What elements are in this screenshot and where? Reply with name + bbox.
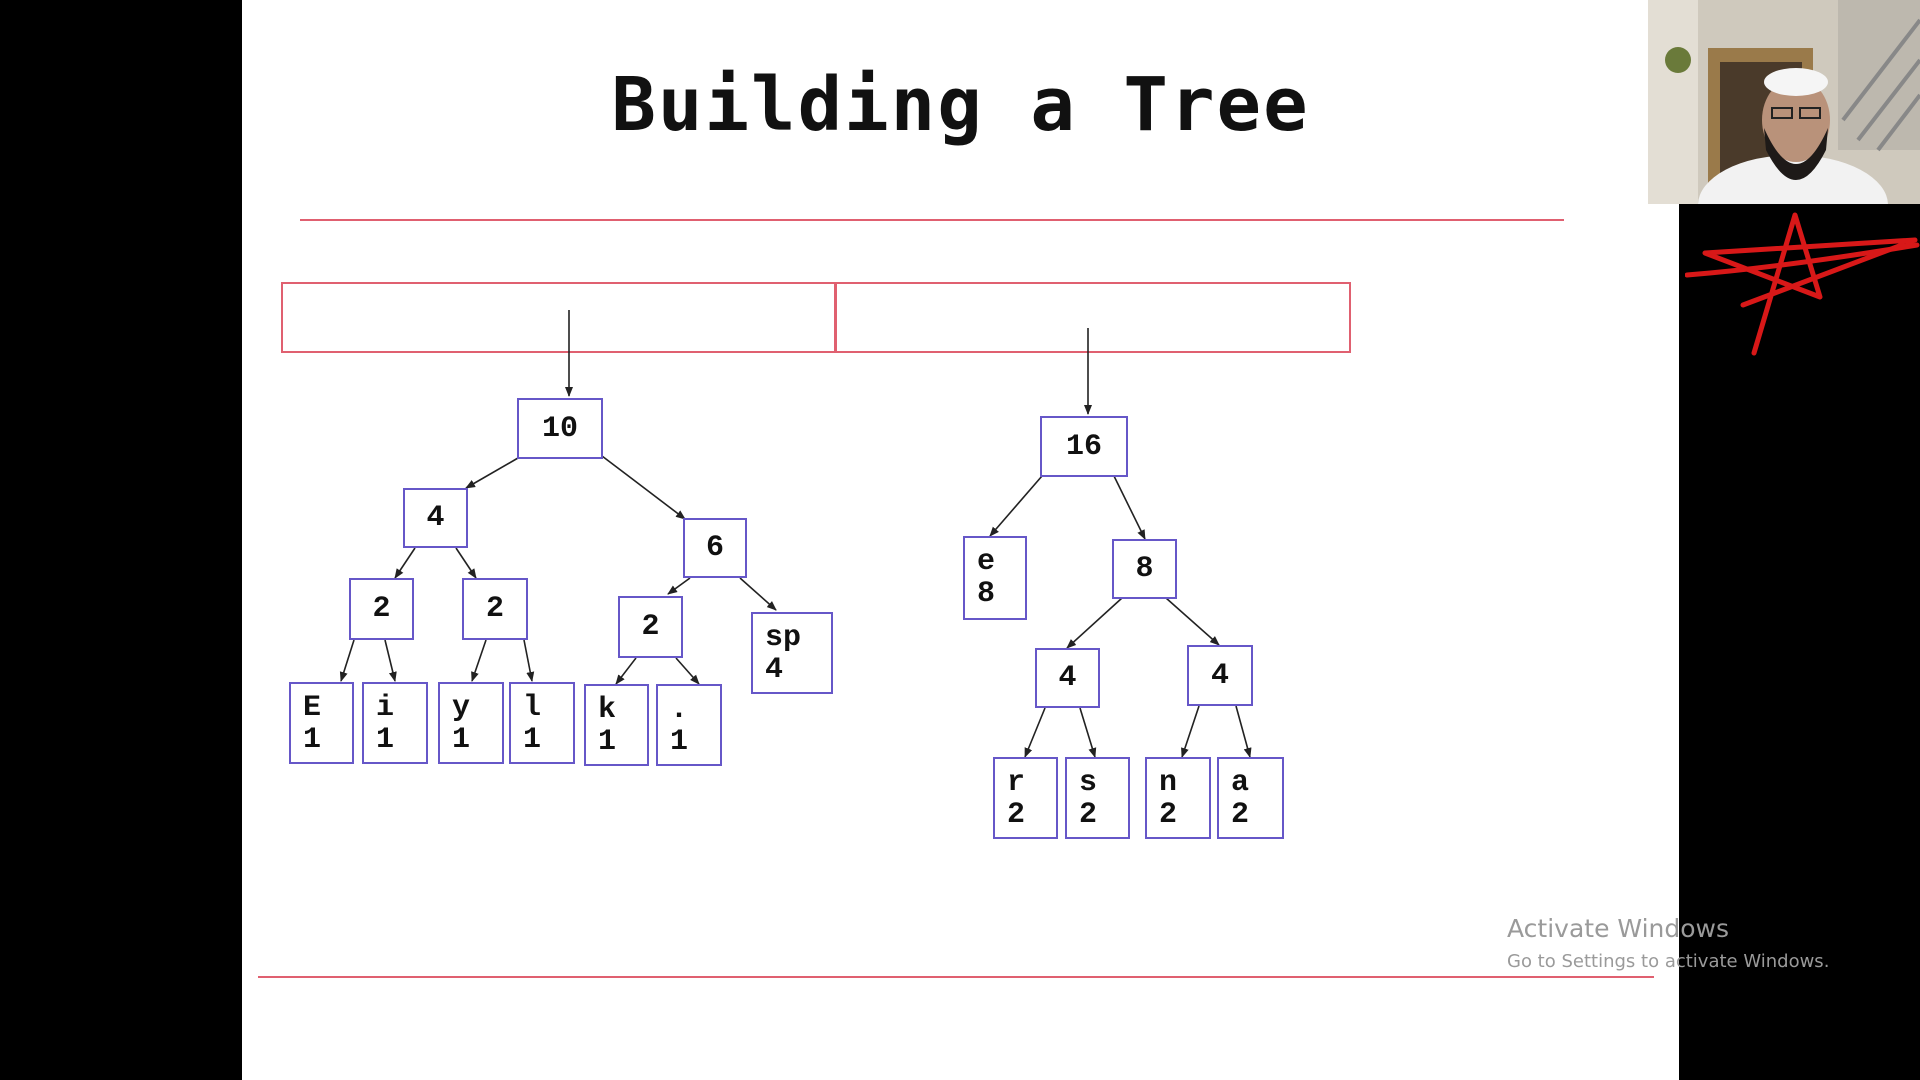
bottom-divider	[258, 976, 1654, 978]
leaf-freq: 8	[977, 577, 996, 611]
leaf-freq: 2	[1007, 798, 1026, 832]
presenter-video-image	[1648, 0, 1920, 204]
tree1-root-node: 10	[517, 398, 603, 459]
star-annotation	[1685, 212, 1920, 356]
leaf-char: n	[1159, 766, 1178, 800]
queue-cell-left	[281, 282, 837, 353]
title-divider	[300, 219, 1564, 221]
watermark-subtitle: Go to Settings to activate Windows.	[1507, 951, 1830, 972]
node-weight: 4	[426, 501, 445, 535]
node-weight: 2	[485, 592, 504, 626]
tree-node: 2	[618, 596, 683, 658]
leaf-char: e	[977, 545, 996, 579]
node-weight: 2	[372, 592, 391, 626]
leaf-freq: 4	[765, 653, 784, 687]
tree-node: 4	[403, 488, 468, 548]
leaf-char: E	[303, 691, 322, 725]
leaf-freq: 2	[1079, 798, 1098, 832]
leaf-char: k	[598, 693, 617, 727]
node-weight: 8	[1135, 552, 1154, 586]
tree2-root-node: 16	[1040, 416, 1128, 477]
leaf-char: r	[1007, 766, 1026, 800]
watermark-title: Activate Windows	[1507, 914, 1729, 943]
tree-node: 2	[462, 578, 528, 640]
queue-cell-right	[834, 282, 1351, 353]
leaf-char: .	[670, 693, 689, 727]
tree-node: 4	[1035, 648, 1100, 708]
tree-node: 2	[349, 578, 414, 640]
leaf-char: l	[523, 691, 542, 725]
leaf-char: s	[1079, 766, 1098, 800]
node-weight: 6	[705, 531, 724, 565]
slide-title: Building a Tree	[611, 62, 1310, 148]
tree-node: 4	[1187, 645, 1253, 706]
leaf-freq: 1	[523, 723, 542, 757]
leaf-freq: 1	[670, 725, 689, 759]
node-weight: 4	[1058, 661, 1077, 695]
leaf-char: a	[1231, 766, 1250, 800]
leaf-freq: 1	[452, 723, 471, 757]
leaf-freq: 2	[1159, 798, 1178, 832]
leaf-freq: 1	[598, 725, 617, 759]
leaf-char: y	[452, 691, 471, 725]
leaf-char: i	[376, 691, 395, 725]
leaf-char: sp	[765, 621, 802, 655]
activation-watermark: Activate Windows Go to Settings to activ…	[1507, 914, 1829, 972]
node-weight: 10	[541, 411, 578, 446]
slide: Building a Tree	[242, 0, 1679, 1080]
leaf-freq: 2	[1231, 798, 1250, 832]
node-weight: 2	[641, 610, 660, 644]
leaf-node: .1	[656, 684, 722, 766]
leaf-freq: 1	[376, 723, 395, 757]
node-weight: 16	[1065, 429, 1102, 464]
tree-node: 6	[683, 518, 747, 578]
node-weight: 4	[1210, 658, 1229, 693]
tree-node: 8	[1112, 539, 1177, 599]
leaf-freq: 1	[303, 723, 322, 757]
webcam-feed	[1648, 0, 1920, 204]
